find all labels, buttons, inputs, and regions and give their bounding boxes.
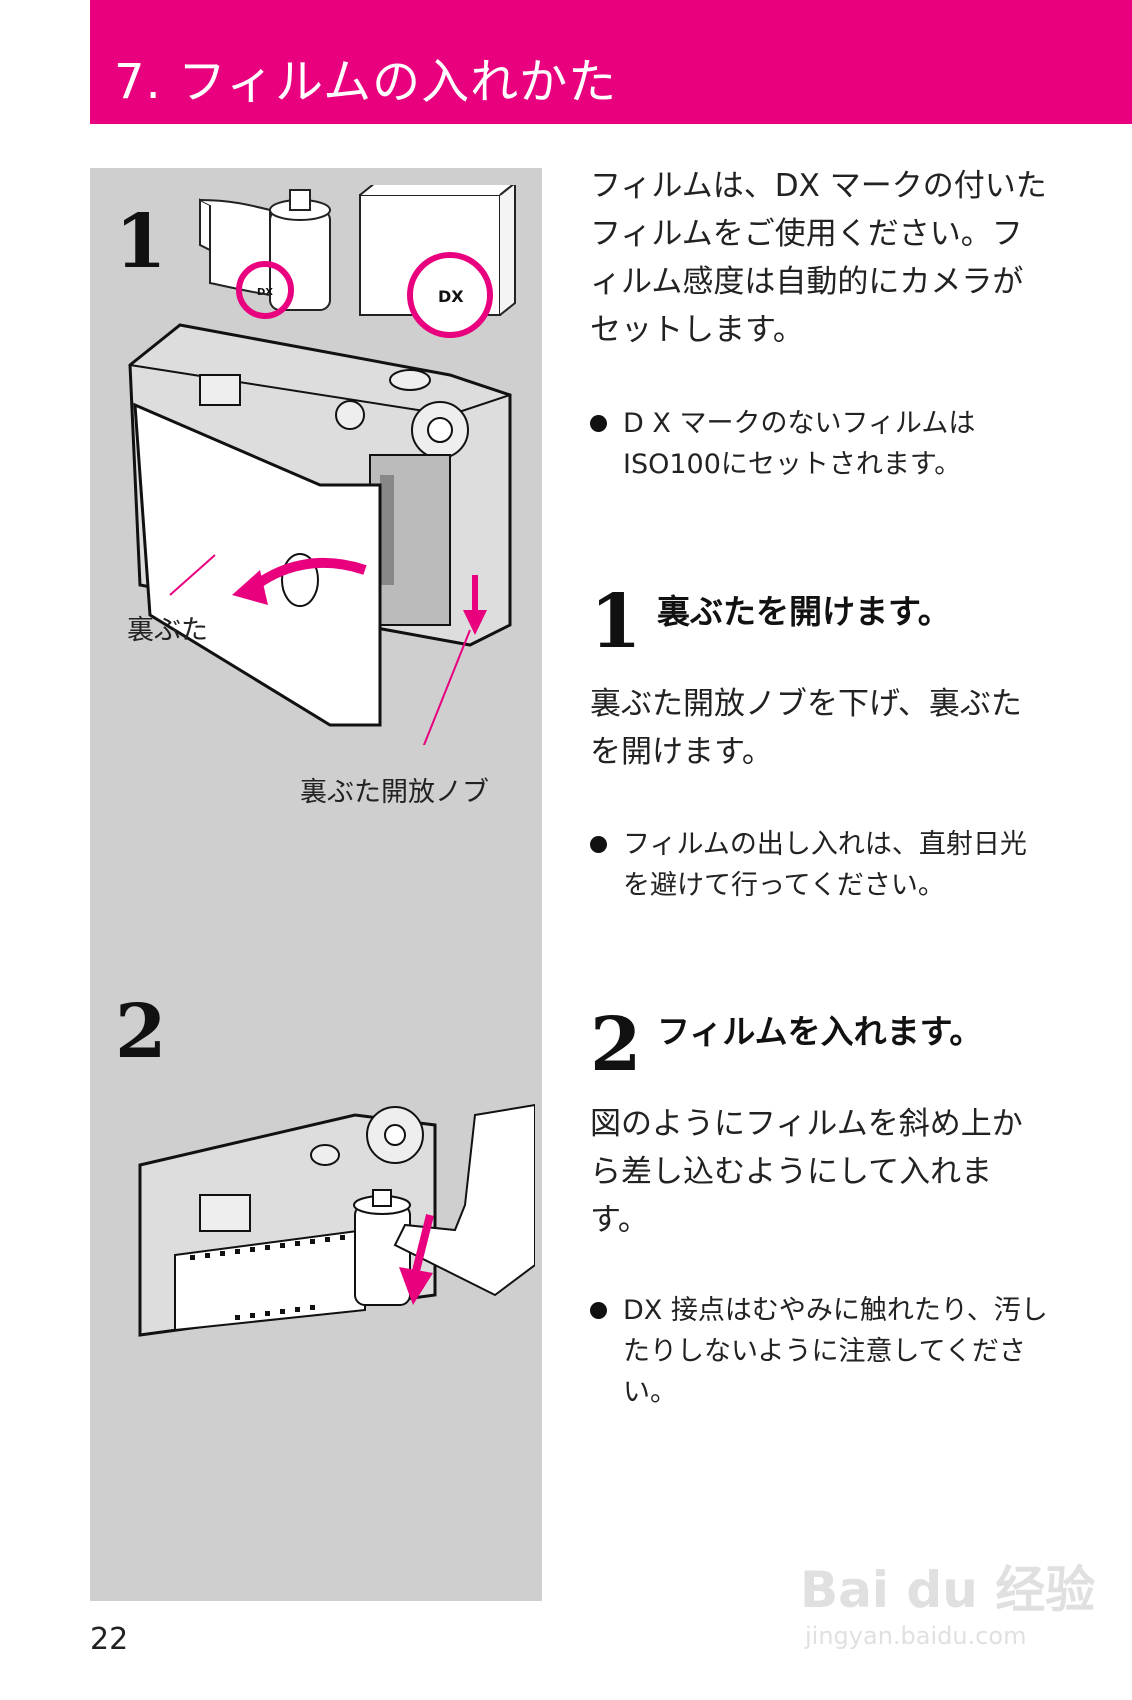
- section-header: 7. フィルムの入れかた: [90, 0, 1132, 124]
- bullet-icon: [590, 1302, 607, 1319]
- step-2-note-text: DX 接点はむやみに触れたり、汚したりしないように注意してください。: [623, 1295, 1048, 1408]
- illustration-step-2-number: 2: [115, 989, 167, 1075]
- step-2-title: フィルムを入れます。: [657, 1012, 983, 1051]
- callout-back-cover: 裏ぶた: [127, 615, 208, 646]
- bullet-icon: [590, 415, 607, 432]
- step-1-title: 裏ぶたを開けます。: [657, 592, 951, 631]
- watermark-text: Bai du 经验: [800, 1561, 1096, 1619]
- illustration-step-1-number: 1: [115, 199, 167, 285]
- bullet-icon: [590, 836, 607, 853]
- page-number: 22: [90, 1622, 129, 1657]
- intro-paragraph: フィルムは、DX マークの付いたフィルムをご使用ください。フィルム感度は自動的に…: [590, 168, 1047, 348]
- intro-note-text: D X マークのないフィルムはISO100にセットされます。: [623, 408, 976, 480]
- step-1-note: フィルムの出し入れは、直射日光を避けて行ってください。: [590, 824, 1050, 906]
- step-1-note-text: フィルムの出し入れは、直射日光を避けて行ってください。: [623, 829, 1027, 901]
- dx-mark-small: DX: [257, 287, 273, 298]
- step-1-number: 1: [590, 579, 642, 665]
- camera-open-back-illustration: DX DX: [128, 185, 516, 745]
- step-2-number: 2: [590, 1002, 642, 1088]
- baidu-watermark: Bai du 经验 jingyan.baidu.com: [800, 1530, 1095, 1660]
- section-title: 7. フィルムの入れかた: [114, 54, 618, 110]
- step-2-paragraph: 図のようにフィルムを斜め上から差し込むようにして入れます。: [590, 1106, 1023, 1238]
- step-1-paragraph: 裏ぶた開放ノブを下げ、裏ぶたを開けます。: [590, 686, 1022, 770]
- dx-mark-large: DX: [438, 287, 464, 306]
- step-2-note: DX 接点はむやみに触れたり、汚したりしないように注意してください。: [590, 1290, 1050, 1413]
- film-insertion-illustration: [138, 1103, 535, 1337]
- callout-release-knob: 裏ぶた開放ノブ: [300, 777, 489, 808]
- intro-note: D X マークのないフィルムはISO100にセットされます。: [590, 403, 1050, 485]
- watermark-url: jingyan.baidu.com: [805, 1622, 1027, 1650]
